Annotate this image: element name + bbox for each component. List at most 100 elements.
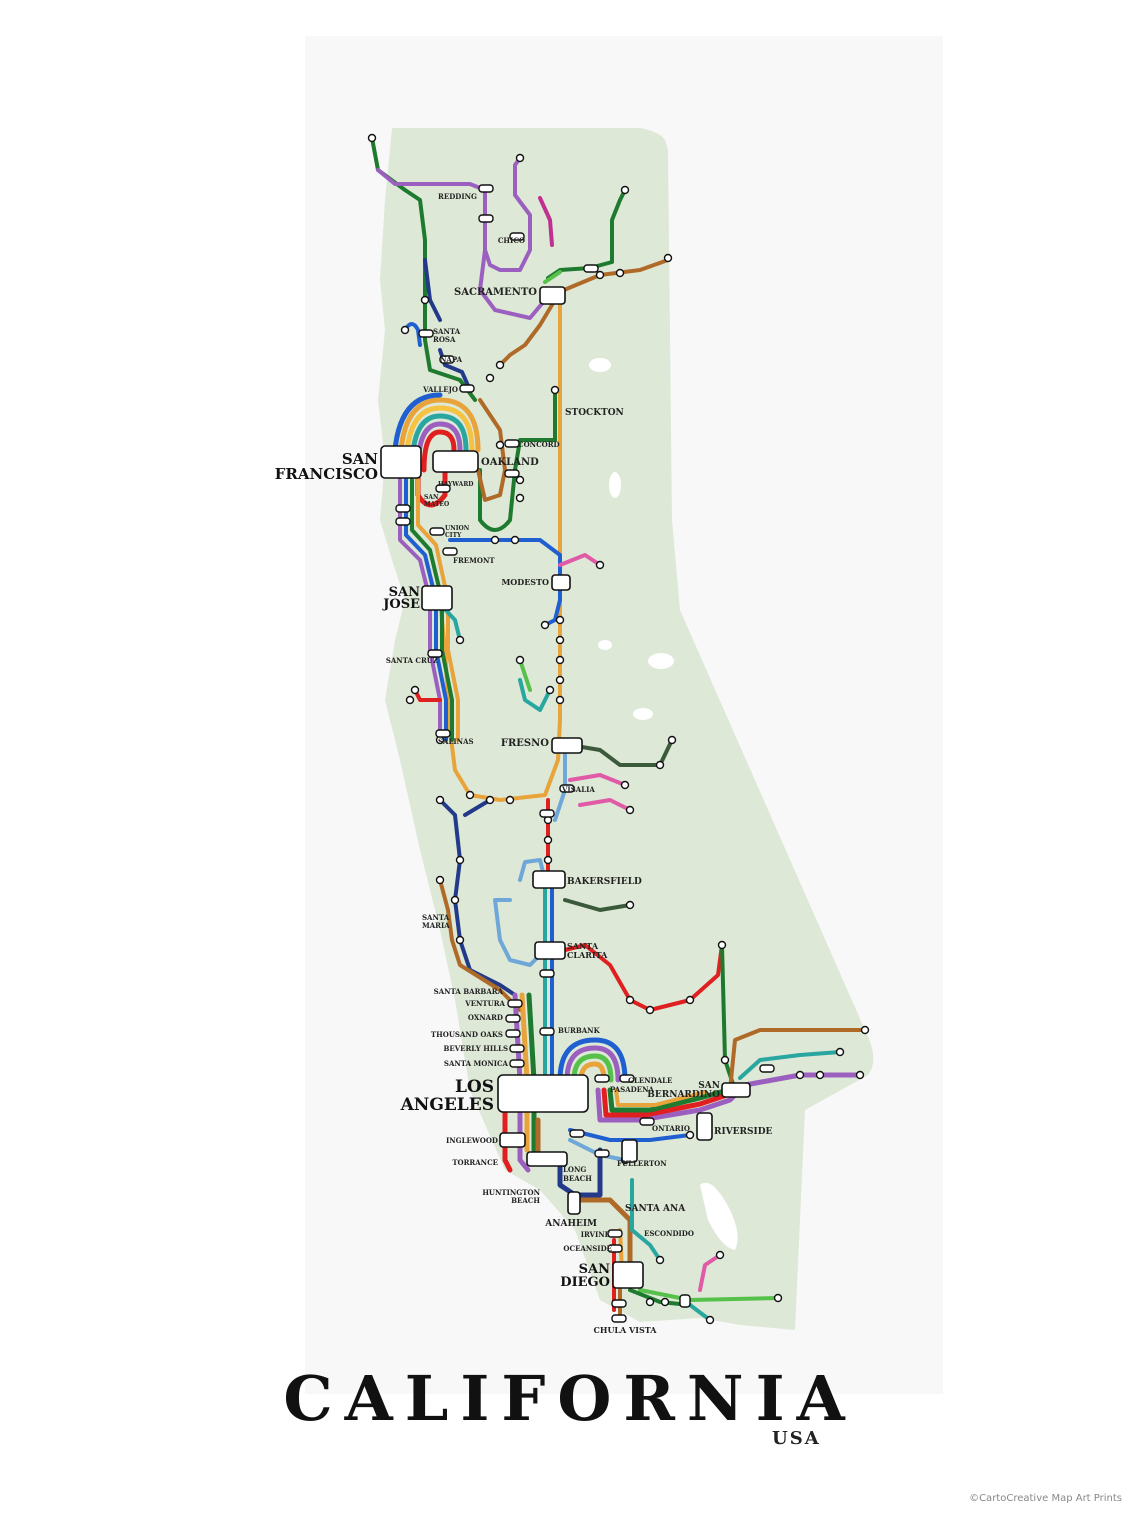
line-darkgreen-tehachapi xyxy=(563,898,632,912)
line-green-sac xyxy=(543,270,562,284)
station-santa-clarita xyxy=(534,941,566,960)
california-landmass xyxy=(378,128,874,1330)
line-magenta-north xyxy=(538,196,554,247)
lake xyxy=(633,708,653,720)
copyright-credit: ©CartoCreative Map Art Prints xyxy=(969,1493,1122,1504)
station-san-bernardino xyxy=(721,1082,751,1098)
station-ontario xyxy=(621,1139,638,1163)
ie-purple xyxy=(595,1072,863,1123)
la-arc-blue xyxy=(557,1037,628,1083)
line-blue-fremont xyxy=(448,538,562,627)
station-san-diego xyxy=(612,1261,644,1289)
line-limegreen-fresno xyxy=(518,658,532,692)
label-napa: NAPA xyxy=(440,355,463,364)
label-inglewood: INGLEWOOD xyxy=(446,1136,498,1145)
label-concord: CONCORD xyxy=(518,440,560,449)
line-pink-visalia xyxy=(568,773,627,787)
sf-line2: FRANCISCO xyxy=(275,465,378,483)
label-fremont: FREMONT xyxy=(453,556,495,565)
arc-yellow xyxy=(403,405,475,473)
label-anaheim: ANAHEIM xyxy=(544,1219,597,1229)
label-fullerton: FULLERTON xyxy=(617,1159,667,1168)
ie-green xyxy=(607,1085,738,1113)
station-long-beach xyxy=(526,1151,568,1167)
label-escondido: ESCONDIDO xyxy=(644,1229,694,1238)
minor-stations xyxy=(367,133,870,1325)
line-pink-modesto xyxy=(558,553,602,567)
la-arc-purple xyxy=(564,1045,621,1083)
sd-teal xyxy=(630,1178,662,1262)
ie-lightblue xyxy=(738,1050,842,1080)
poster-title: CALIFORNIA xyxy=(283,1362,857,1435)
line-darkblue-coast-2 xyxy=(463,798,492,817)
sd-brown xyxy=(572,1197,633,1273)
station-los-angeles xyxy=(497,1074,589,1113)
line-red-mojave xyxy=(563,943,724,1012)
label-vallejo: VALLEJO xyxy=(422,385,458,394)
sf-line1: SAN xyxy=(342,450,378,468)
ie-red xyxy=(601,1087,733,1118)
label-chico: CHICO xyxy=(498,236,525,245)
lake xyxy=(609,472,621,498)
line-green-east xyxy=(546,188,627,280)
station-anaheim xyxy=(567,1191,581,1215)
line-purple-north-2 xyxy=(478,248,547,320)
line-darkblue-north xyxy=(423,258,442,322)
label-modesto: MODESTO xyxy=(501,577,549,587)
label-ontario: ONTARIO xyxy=(652,1124,690,1133)
line-brown-sac xyxy=(498,298,557,367)
label-thousand-oaks: THOUSAND OAKS xyxy=(431,1030,503,1039)
line-darkgreen-east xyxy=(568,738,674,767)
sd-pink xyxy=(698,1253,722,1292)
lake xyxy=(589,358,611,372)
label-chula-vista: CHULA VISTA xyxy=(594,1325,658,1335)
salton-sea xyxy=(700,1182,738,1250)
major-stations xyxy=(380,286,751,1289)
label-santa-barbara: SANTA BARBARA xyxy=(434,987,504,996)
label-torrance: TORRANCE xyxy=(452,1158,498,1167)
station-modesto xyxy=(551,574,571,591)
la-arc-orange xyxy=(578,1061,607,1083)
pill-stations xyxy=(395,184,775,1323)
station-bakersfield xyxy=(532,870,566,889)
poster-subtitle: USA xyxy=(772,1428,821,1449)
label-oxnard: OXNARD xyxy=(468,1013,503,1022)
line-purple-north xyxy=(376,156,532,272)
label-santa-cruz: SANTA CRUZ xyxy=(386,656,438,665)
label-burbank: BURBANK xyxy=(558,1026,601,1035)
line-brown-oak xyxy=(476,398,507,502)
line-darkblue-coast xyxy=(438,798,517,997)
label-glendale: GLENDALE xyxy=(628,1076,672,1085)
line-orange-central xyxy=(438,298,562,802)
station-san-jose xyxy=(421,585,453,611)
label-riverside: RIVERSIDE xyxy=(714,1127,773,1137)
ie-orange xyxy=(614,1088,707,1107)
label-ventura: VENTURA xyxy=(464,999,505,1008)
label-beverly-hills: BEVERLY HILLS xyxy=(443,1044,508,1053)
la-trunk-red xyxy=(502,1107,513,1173)
label-visalia: VISALIA xyxy=(561,785,595,794)
arc-teal xyxy=(409,413,469,473)
la-arc-green xyxy=(571,1053,614,1083)
arc-red xyxy=(421,429,457,473)
ie-brown xyxy=(728,1028,867,1092)
label-pasadena: PASADENA xyxy=(610,1085,654,1094)
label-sacramento: SACRAMENTO xyxy=(454,287,537,298)
label-hayward: HAYWARD xyxy=(438,481,474,488)
station-sacramento xyxy=(539,286,566,305)
label-irvine: IRVINE xyxy=(581,1230,610,1239)
station-oakland xyxy=(432,450,479,473)
